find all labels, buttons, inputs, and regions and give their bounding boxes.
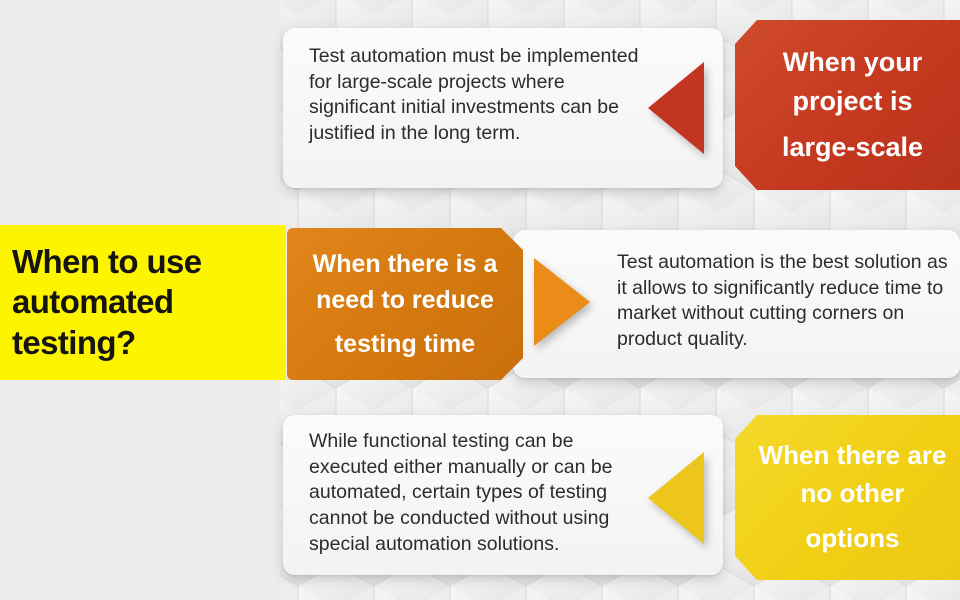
label-line-1: When there is a: [312, 249, 498, 278]
triangle-left-icon: [648, 452, 704, 544]
label-panel-reduce-testing-time: When there is a need to reduce testing t…: [287, 228, 523, 380]
label-line-1: When your: [782, 47, 923, 78]
label-line-3: large-scale: [781, 132, 924, 163]
page-title-line-3: testing?: [12, 323, 136, 361]
page-title-line-2: automated: [12, 283, 174, 321]
label-line-2: project is: [792, 85, 913, 116]
label-panel-no-other-options: When there are no other options: [735, 415, 960, 580]
page-title: When to use automated testing?: [0, 242, 286, 364]
page-title-line-1: When to use: [12, 242, 202, 280]
label-line-2: no other: [800, 477, 905, 508]
label-line-3: options: [805, 523, 900, 554]
page-title-block: When to use automated testing?: [0, 225, 286, 380]
label-line-3: testing time: [334, 329, 476, 358]
label-line-2: need to reduce: [316, 286, 494, 315]
description-text-reduce-testing-time: Test automation is the best solution as …: [617, 251, 948, 351]
label-text-reduce-testing-time: When there is a need to reduce testing t…: [303, 246, 508, 362]
description-text-large-scale: Test automation must be implemented for …: [309, 45, 639, 145]
label-line-1: When there are: [758, 440, 947, 471]
triangle-right-icon: [534, 258, 590, 346]
description-text-no-other-options: While functional testing can be executed…: [309, 430, 613, 555]
label-text-large-scale: When your project is large-scale: [772, 43, 933, 166]
label-text-no-other-options: When there are no other options: [749, 437, 957, 558]
triangle-left-icon: [648, 62, 704, 154]
label-panel-large-scale: When your project is large-scale: [735, 20, 960, 190]
